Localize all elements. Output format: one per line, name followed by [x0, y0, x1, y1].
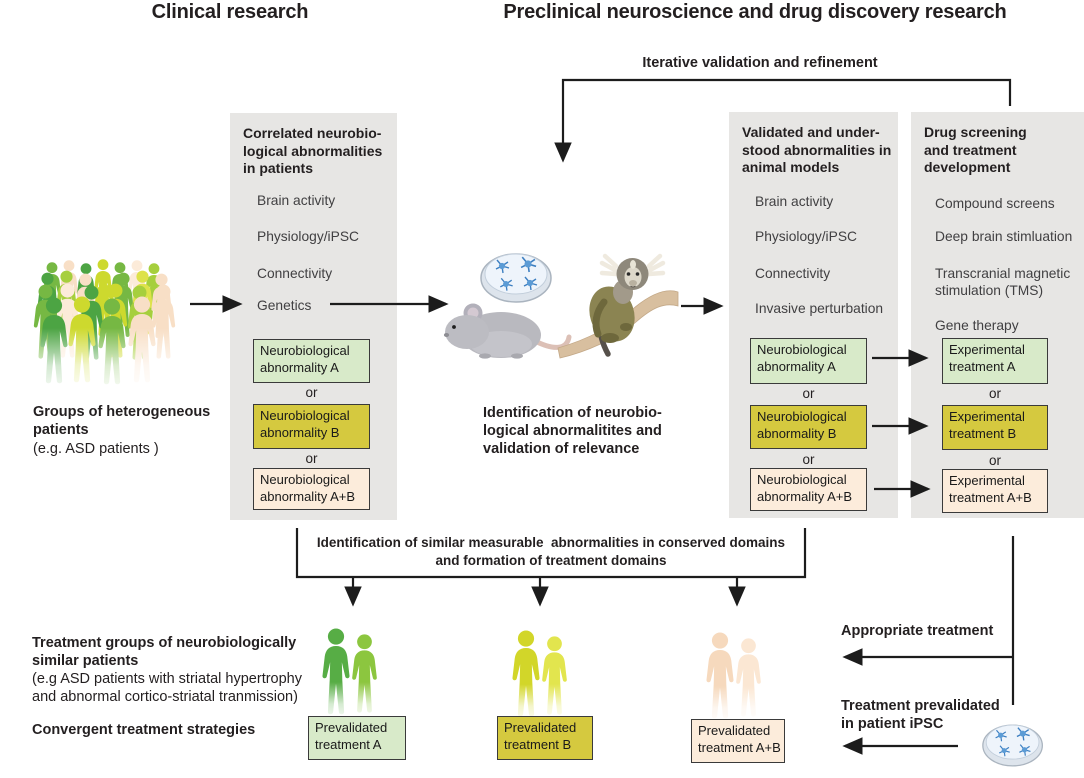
panel-title: Validated and under- stood abnormalities…: [742, 124, 892, 175]
abnormality-a-box: Neurobiological abnormality A: [253, 339, 370, 383]
treatment-groups-note: (e.g ASD patients with striatal hypertro…: [32, 671, 302, 705]
panel-item: Transcranial magnetic stimulation (TMS): [935, 266, 1071, 298]
or-label: or: [802, 386, 815, 401]
iterative-validation-label: Iterative validation and refinement: [642, 55, 878, 71]
panel-item: Connectivity: [755, 266, 831, 281]
panel-item: Connectivity: [257, 266, 333, 281]
panel-item: Physiology/iPSC: [755, 229, 857, 244]
prevalidated-b-box: Prevalidated treatment B: [497, 716, 593, 760]
or-label: or: [305, 451, 318, 466]
patient-crowd-illustration: [20, 259, 192, 396]
panel-correlated-abnormalities: Correlated neurobio- logical abnormaliti…: [230, 113, 397, 520]
panel-title: Drug screening and treatment development: [924, 124, 1027, 175]
panel-item: Deep brain stimluation: [935, 229, 1073, 244]
mouse-illustration: [443, 303, 572, 359]
treatment-groups-label: Treatment groups of neurobiologically si…: [32, 635, 297, 669]
or-label: or: [988, 386, 1001, 401]
panel-item: Invasive perturbation: [755, 301, 884, 316]
experimental-ab-box: Experimental treatment A+B: [942, 469, 1048, 513]
groups-heterogeneous-note: (e.g. ASD patients ): [33, 441, 159, 457]
bracket-label: Identification of similar measurable abn…: [316, 535, 786, 568]
panel-item: Compound screens: [935, 196, 1055, 211]
or-label: or: [988, 453, 1001, 468]
panel-validated-abnormalities: Validated and under- stood abnormalities…: [729, 112, 898, 518]
petri-dish-icon: [481, 254, 551, 302]
marmoset-illustration: [557, 253, 679, 359]
patient-pair-a-illustration: [310, 628, 390, 722]
patient-pair-b-illustration: [500, 630, 580, 724]
panel-item: Physiology/iPSC: [257, 229, 359, 244]
appropriate-treatment-label: Appropriate treatment: [841, 623, 994, 639]
treatment-prevalidated-label: Treatment prevalidated in patient iPSC: [841, 698, 1000, 732]
prevalidated-a-box: Prevalidated treatment A: [308, 716, 406, 760]
panel-item: Brain activity: [755, 194, 834, 209]
experimental-b-box: Experimental treatment B: [942, 405, 1048, 450]
panel-title: Correlated neurobio- logical abnormaliti…: [243, 125, 383, 176]
prevalidated-ab-box: Prevalidated treatment A+B: [691, 719, 785, 763]
clinical-research-title: Clinical research: [151, 1, 309, 23]
or-label: or: [802, 452, 815, 467]
experimental-a-box: Experimental treatment A: [942, 338, 1048, 384]
abnormality-a-box: Neurobiological abnormality A: [750, 338, 867, 384]
identification-caption: Identification of neurobio- logical abno…: [483, 405, 662, 457]
abnormality-ab-box: Neurobiological abnormality A+B: [253, 468, 370, 510]
abnormality-b-box: Neurobiological abnormality B: [750, 405, 867, 449]
abnormality-ab-box: Neurobiological abnormality A+B: [750, 468, 867, 511]
patient-pair-ab-illustration: [694, 632, 774, 726]
convergent-strategies-label: Convergent treatment strategies: [32, 722, 256, 738]
panel-item: Brain activity: [257, 193, 336, 208]
abnormality-b-box: Neurobiological abnormality B: [253, 404, 370, 449]
panel-item: Genetics: [257, 298, 312, 313]
preclinical-research-title: Preclinical neuroscience and drug discov…: [503, 1, 1007, 23]
panel-item: Gene therapy: [935, 318, 1019, 333]
groups-heterogeneous-label: Groups of heterogeneous patients: [33, 404, 211, 438]
or-label: or: [305, 385, 318, 400]
panel-drug-screening: Drug screening and treatment development…: [911, 112, 1084, 518]
